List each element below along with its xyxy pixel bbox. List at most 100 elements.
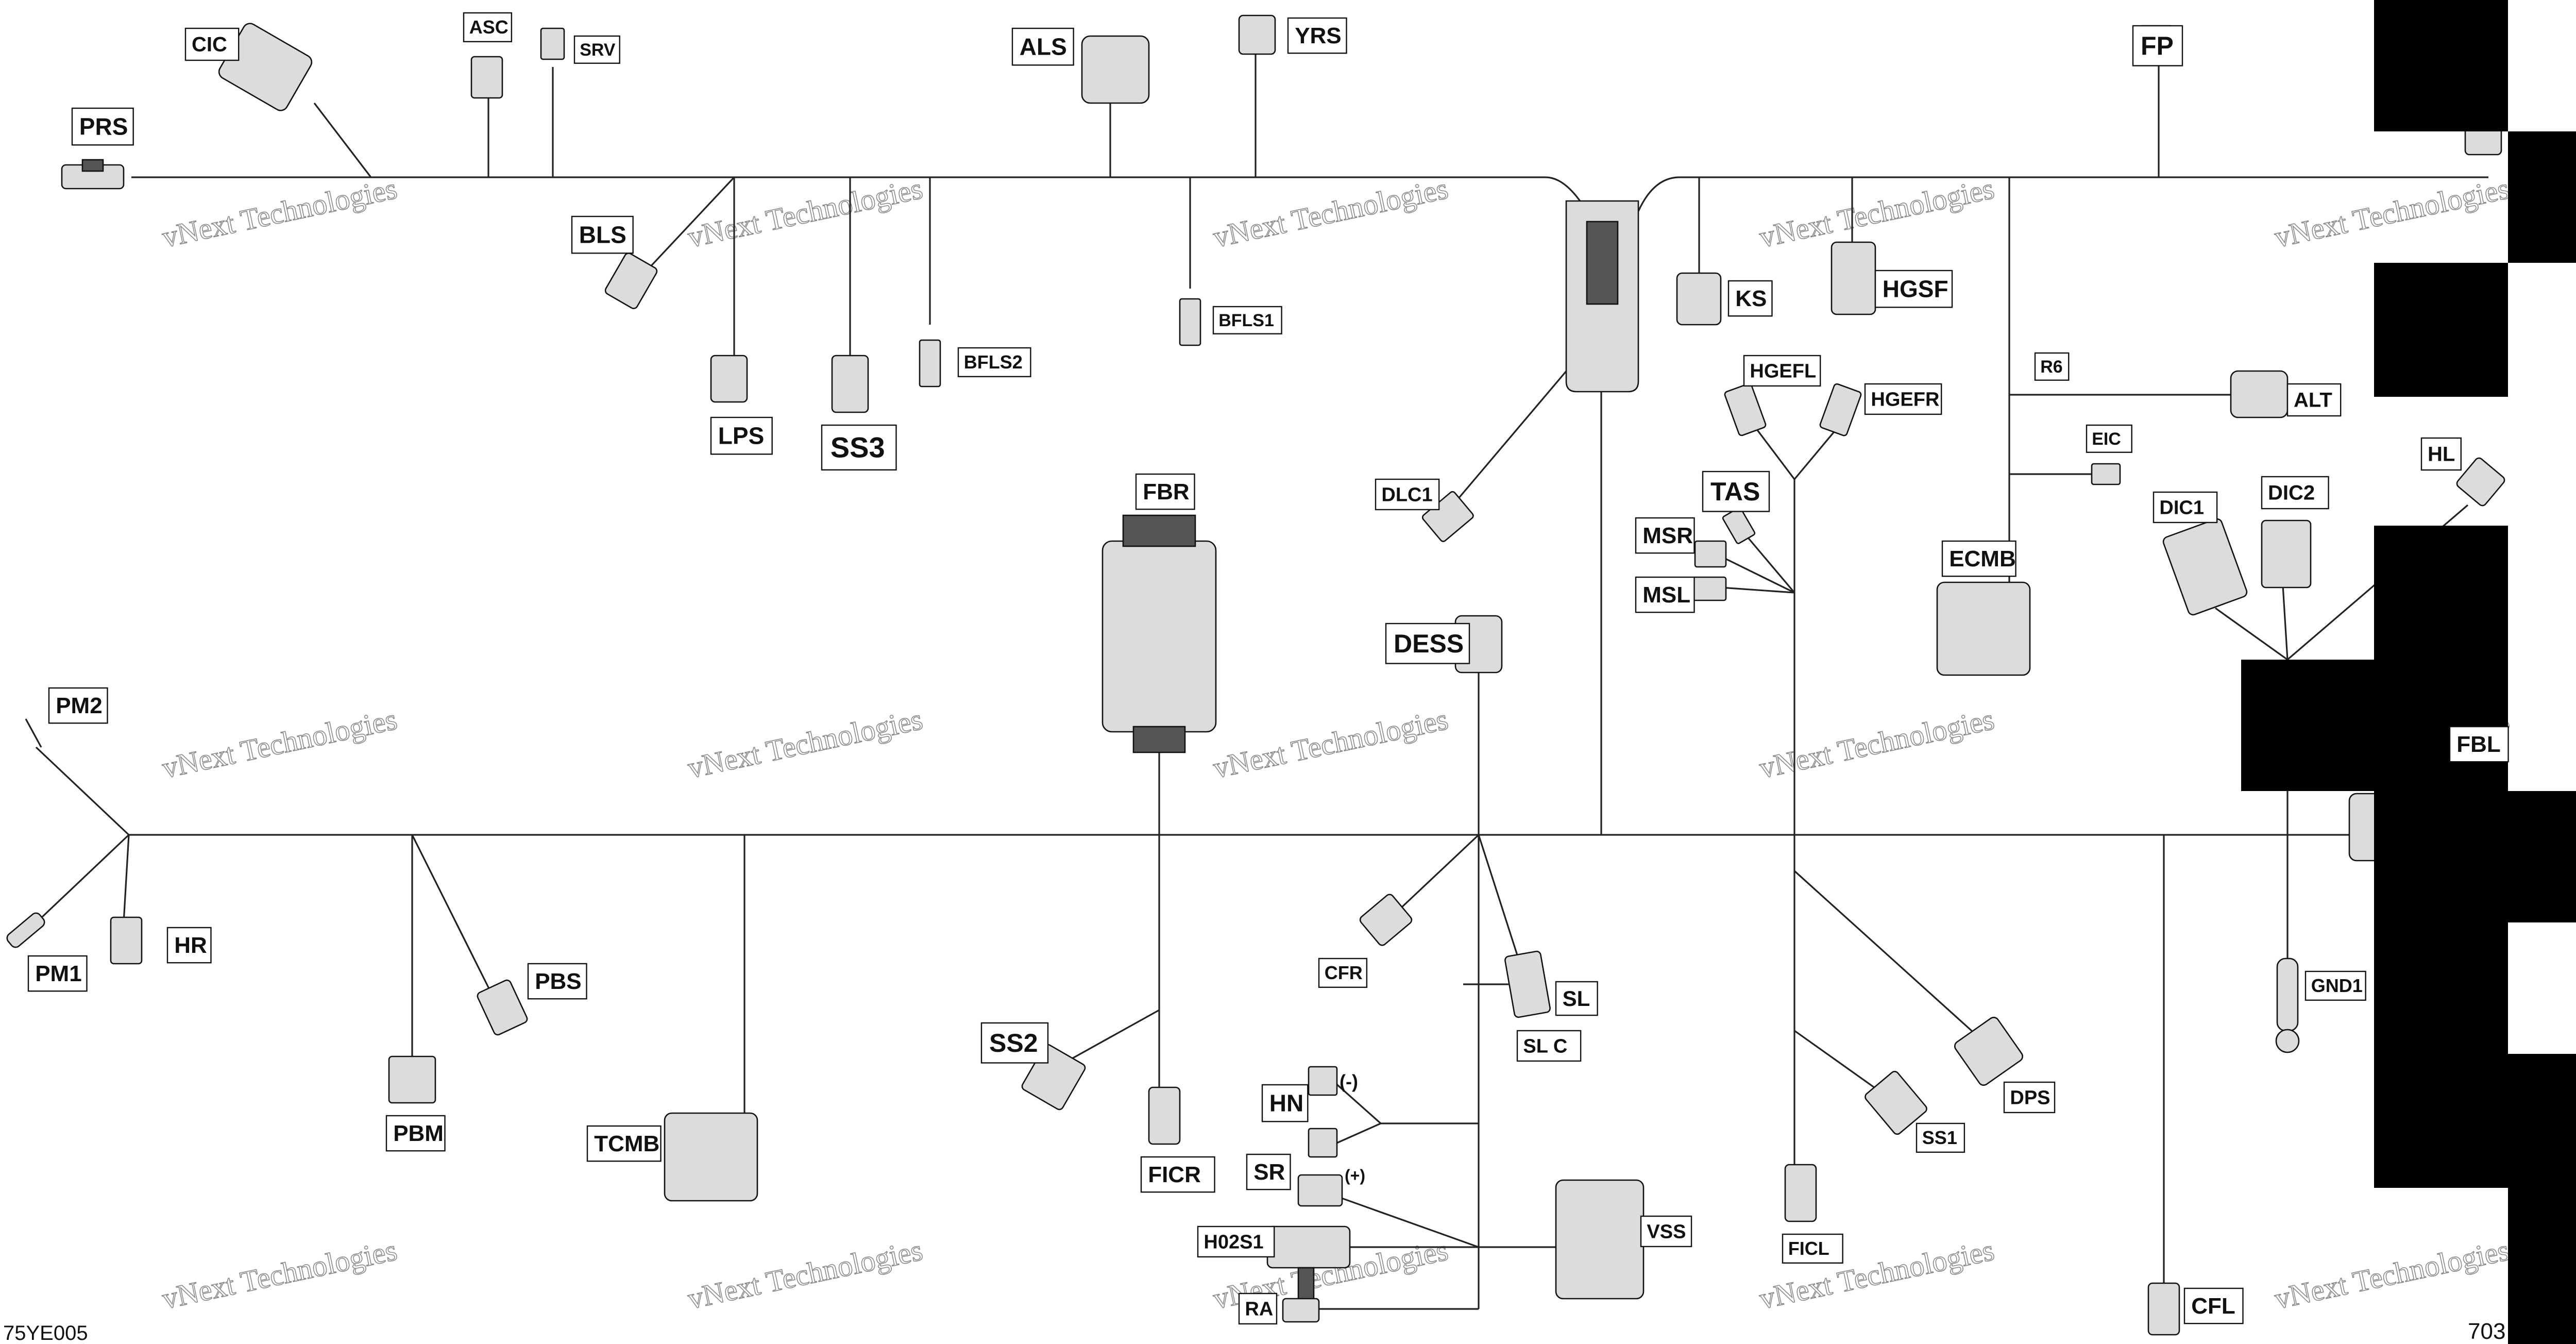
label-box [2261, 476, 2329, 510]
watermark-text: vNext Technologies [685, 702, 925, 785]
label-msl: MSL [1635, 576, 1695, 613]
watermark-text: vNext Technologies [159, 702, 400, 785]
label-pm1: PM1 [27, 955, 88, 992]
label-sr: SR [1246, 1153, 1291, 1190]
label-box [980, 1022, 1049, 1064]
label-box [2132, 25, 2183, 66]
watermark-text: vNext Technologies [685, 1233, 925, 1316]
label-text: MSR [1642, 523, 1693, 548]
watermark-text: vNext Technologies [159, 172, 400, 254]
label-box [48, 687, 108, 724]
label-text: HGEFR [1871, 389, 1939, 410]
label-als: ALS [1011, 27, 1074, 66]
label-box [1635, 517, 1695, 554]
label-box [2183, 1287, 2244, 1324]
label-text: ASC [469, 16, 509, 38]
label-text: HR [174, 933, 207, 958]
label-cic: CIC [184, 27, 240, 61]
label-text: BFLS2 [964, 351, 1023, 373]
label-text: ECMB [1949, 546, 2016, 572]
label-text: PM2 [56, 693, 102, 718]
label-bfls1: BFLS1 [1212, 306, 1282, 334]
label-box [1212, 306, 1282, 334]
label-srv: SRV [573, 35, 620, 64]
label-vss: VSS [1640, 1215, 1692, 1248]
label-box [821, 424, 897, 471]
label-box [166, 927, 212, 964]
label-text: BFLS1 [1218, 311, 1274, 330]
label-text: MSL [1642, 582, 1690, 608]
label-ra: RA [1238, 1292, 1278, 1325]
label-text: (+) [1345, 1166, 1365, 1185]
label-box [1727, 280, 1773, 317]
label-text: FBL [2456, 732, 2501, 757]
label-box [2420, 437, 2462, 471]
label-box [463, 12, 513, 42]
label-text: ALT [2294, 389, 2332, 412]
label-box [1516, 1030, 1582, 1062]
label-box [1635, 576, 1695, 613]
label-gnd1: GND1 [2304, 970, 2366, 1001]
watermark-text: vNext Technologies [1756, 172, 1997, 254]
label-pbs: PBS [527, 963, 587, 1000]
label-msr: MSR [1635, 517, 1695, 554]
label-dess: DESS [1385, 623, 1470, 664]
label-text: CFL [2191, 1293, 2235, 1319]
label-hgefl: HGEFL [1743, 355, 1821, 387]
label-box [527, 963, 587, 1000]
label-sl: SL [1555, 981, 1598, 1016]
label-box [1261, 1084, 1309, 1122]
label-ss2: SS2 [980, 1022, 1049, 1064]
label-box [1743, 355, 1821, 387]
label-sl-c: SL C [1516, 1030, 1582, 1062]
label-box [1375, 478, 1440, 511]
label-box [1782, 1233, 1843, 1264]
label-box [1140, 1156, 1215, 1193]
label-box [2034, 352, 2070, 381]
label-dic2: DIC2 [2261, 476, 2329, 510]
label-box [1238, 1292, 1278, 1325]
label-box [2086, 424, 2132, 453]
label-text: CIC [192, 33, 227, 56]
label-text: PBM [393, 1121, 444, 1146]
label-box [2449, 726, 2509, 763]
label-tcmb: TCMB [586, 1125, 662, 1162]
label-box [1287, 17, 1347, 54]
label-hgsf: HGSF [1874, 270, 1953, 308]
label-tas: TAS [1702, 471, 1770, 512]
label-alt: ALT [2286, 383, 2342, 417]
label-text: H02S1 [1204, 1231, 1263, 1253]
label-ecmb: ECMB [1941, 540, 2016, 577]
label-fbr: FBR [1135, 473, 1195, 510]
label-box [184, 27, 240, 61]
label-text: DPS [2010, 1087, 2050, 1108]
label-text: FICR [1148, 1162, 1201, 1187]
label-text: KS [1735, 286, 1767, 311]
label-box [571, 215, 634, 254]
label-prs: PRS [71, 107, 134, 146]
label-lps: LPS [710, 416, 773, 455]
label-hn: HN [1261, 1084, 1309, 1122]
watermark-text: vNext Technologies [1756, 702, 1997, 785]
label-box [710, 416, 773, 455]
watermark-text: vNext Technologies [159, 1233, 400, 1316]
label-text: DIC1 [2159, 497, 2204, 518]
label-text: DLC1 [1381, 484, 1432, 506]
label-box [1864, 383, 1942, 415]
label-hgefr: HGEFR [1864, 383, 1942, 415]
label-hr: HR [166, 927, 212, 964]
label-cfl: CFL [2183, 1287, 2244, 1324]
label-hn-plus: (+) [1345, 1166, 1365, 1185]
label-h02s1: H02S1 [1197, 1225, 1275, 1258]
label-text: RA [1245, 1298, 1273, 1320]
label-text: SS2 [989, 1029, 1038, 1057]
label-pm2: PM2 [48, 687, 108, 724]
label-text: PBS [535, 969, 581, 994]
label-text: R6 [2040, 357, 2062, 377]
label-text: SL [1563, 986, 1590, 1011]
label-ficl: FICL [1782, 1233, 1843, 1264]
label-box [1916, 1122, 1965, 1153]
label-bls: BLS [571, 215, 634, 254]
label-text: YRS [1295, 23, 1341, 48]
